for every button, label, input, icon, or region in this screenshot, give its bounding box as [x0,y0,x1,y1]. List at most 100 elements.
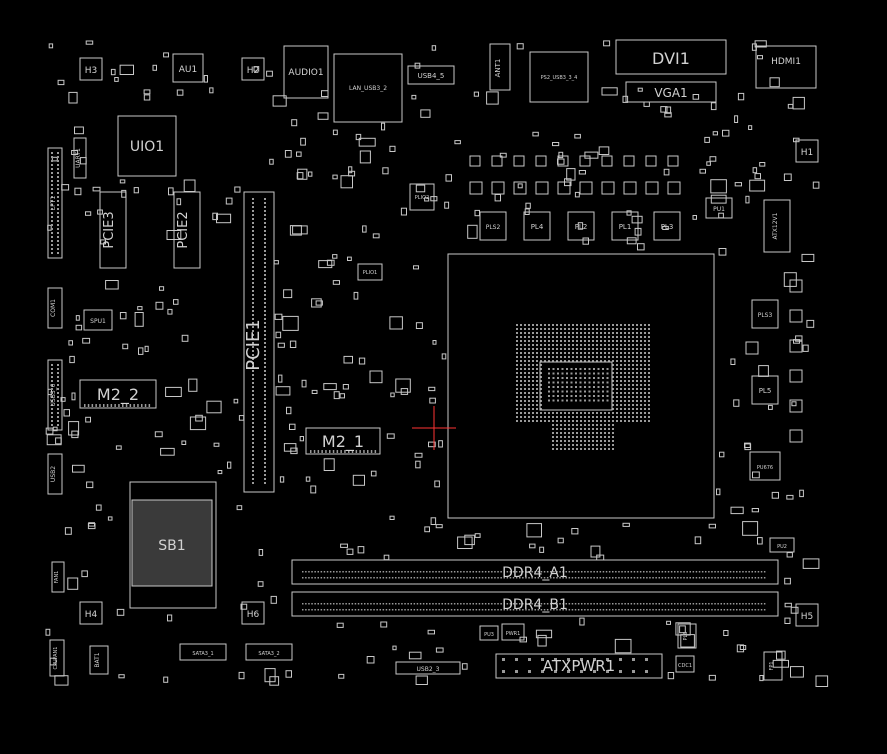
dimm-pin [534,609,536,611]
socket-pad [616,404,618,406]
dimm-pin [531,571,533,573]
socket-pad [568,448,570,450]
dimm-pin [664,609,667,611]
passive-component [445,174,452,182]
socket-pad [540,376,542,378]
socket-pad [604,428,606,430]
power-pin [502,670,505,673]
dimm-pin [491,609,493,611]
dimm-pin [670,603,673,605]
socket-pad [532,392,534,394]
dimm-pin [515,577,518,579]
socket-pad [536,384,538,386]
socket-pad [584,436,586,438]
dimm-pin [419,577,422,579]
dimm-pin [683,603,685,605]
socket-pad [644,404,646,406]
passive-component [742,521,759,536]
slot-pin [252,362,254,364]
dimm-pin [441,577,443,579]
dimm-pin [565,577,567,579]
dimm-pin [689,603,691,605]
socket-pad [561,390,564,393]
dimm-pin [503,603,505,605]
chip-pu2: PU2 [769,537,795,553]
socket-pad [604,420,606,422]
dimm-pin [649,577,651,579]
dimm-pin [636,603,639,605]
socket-pad [524,384,526,386]
connector-audio1: AUDIO1 [283,45,329,99]
socket-pad [604,436,606,438]
dimm-pin [608,571,611,573]
passive-component [579,617,585,626]
socket-pad [520,348,522,350]
power-pin [593,658,596,661]
dimm-pin [478,609,481,611]
dimm-pin [537,571,540,573]
socket-pad [520,380,522,382]
header-pin [57,404,59,406]
socket-pad [612,348,614,350]
passive-component [757,55,763,60]
socket-pad [532,384,534,386]
socket-pad [572,336,574,338]
passive-component [499,152,507,158]
dimm-pin [391,603,394,605]
dimm-pin [345,571,347,573]
chip-pu1: PU1 [705,197,733,219]
socket-pad [602,368,604,370]
dimm-pin [308,603,310,605]
dimm-pin [698,603,701,605]
socket-pad [608,432,610,434]
dimm-pin [593,609,595,611]
header-pin [57,176,59,178]
dimm-pin [624,603,626,605]
socket-pad [620,416,622,418]
socket-pad [532,368,534,370]
m2-pin [125,404,128,407]
dimm-pin [419,609,422,611]
dimm-pin [379,609,381,611]
slot-pin [252,474,254,476]
dimm-pin [522,577,524,579]
socket-pad [570,386,573,388]
socket-pad [648,364,650,366]
socket-pad [568,436,570,438]
socket-pad [561,377,564,379]
dimm-pin [714,603,716,605]
socket-pad [580,444,582,446]
socket-pad [608,340,610,342]
dimm-pin [447,603,450,605]
dimm-pin [472,577,474,579]
slot-pin [252,318,254,320]
header-usb3-6: USB3_6 [47,359,63,431]
socket-pad [596,360,598,362]
chip-pu676: PU676 [749,451,781,481]
slot-pin [252,258,254,260]
dimm-pin [398,609,400,611]
passive-component [60,397,66,402]
passive-component [739,645,747,650]
header-pin [57,380,59,382]
socket-pad [644,360,646,362]
m2-pin [129,404,132,407]
slot-pin [252,386,254,388]
dimm-pin [742,571,744,573]
dimm-pin [674,603,676,605]
socket-pad [588,336,590,338]
power-pin [632,670,635,673]
passive-component [694,536,702,545]
passive-component [723,630,729,636]
slot-pin [252,374,254,376]
socket-pad [568,444,570,446]
dimm-pin [571,609,574,611]
dimm-pin [760,577,763,579]
dimm-pin [646,577,648,579]
dimm-pin [627,603,629,605]
socket-pad [540,332,542,334]
socket-pad [628,324,630,326]
passive-component [759,675,764,682]
socket-pad [640,392,642,394]
header-pin [57,364,59,366]
